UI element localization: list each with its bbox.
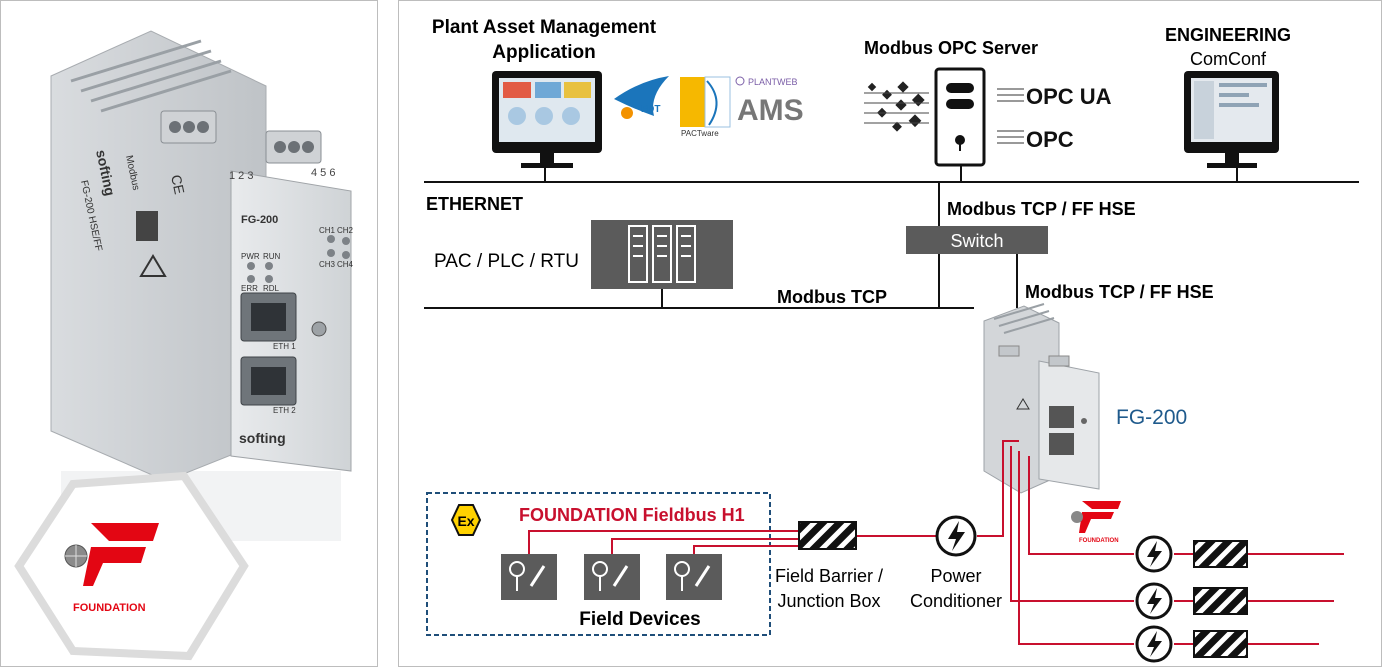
- terminals-right-label: 4 5 6: [311, 167, 335, 179]
- small-foundation-text: FOUNDATION: [1079, 538, 1119, 544]
- device-illustration: 1 2 3 4 5 6 softing FG-200 HSE/FF Modbus…: [14, 30, 354, 661]
- opc-server-title: Modbus OPC Server: [864, 38, 1038, 58]
- modbus-tcp-label: Modbus TCP: [777, 287, 887, 307]
- pac-plc-rtu-label: PAC / PLC / RTU: [434, 251, 579, 272]
- hazardous-area-box: [426, 492, 771, 636]
- field-devices-label: Field Devices: [579, 609, 700, 630]
- ex-label: Ex: [457, 513, 474, 529]
- plc-rack-icon: [591, 220, 733, 289]
- network-diagram-panel: Plant Asset Management Application Modbu…: [398, 0, 1382, 667]
- engineering-monitor-icon: [1184, 71, 1279, 168]
- fg200-device-icon: [983, 303, 1100, 494]
- pam-title-line2: Application: [492, 42, 595, 63]
- led-ch3: CH3: [319, 260, 336, 269]
- pactware-text: PACTware: [681, 129, 719, 138]
- qr-code: [136, 211, 158, 241]
- led-ch4: CH4: [337, 260, 354, 269]
- pactware-logo-icon: PACTware: [680, 76, 731, 138]
- engineering-title: ENGINEERING: [1165, 25, 1291, 45]
- led-indicators: [247, 235, 350, 283]
- foundation-logo-badge: [14, 471, 249, 661]
- fdt-logo-text: FDT: [641, 104, 660, 115]
- field-device-icon: [584, 554, 640, 600]
- warning-icon: [139, 254, 167, 277]
- fdt-logo-icon: FDT: [614, 76, 669, 119]
- terminals-left-label: 1 2 3: [229, 170, 253, 182]
- opc-ua-text: OPC UA: [1026, 84, 1112, 109]
- power-conditioner-label-2: Conditioner: [910, 591, 1002, 611]
- ethernet-label: ETHERNET: [426, 194, 523, 214]
- branch-power-conditioner-icon: [1135, 535, 1173, 573]
- ce-mark: CE: [168, 173, 188, 195]
- field-device-icon: [501, 554, 557, 600]
- field-device-icon: [666, 554, 722, 600]
- ams-logo-icon: PLANTWEB AMS: [735, 76, 804, 127]
- power-conditioner-label-1: Power: [930, 566, 981, 586]
- led-ch2: CH2: [337, 226, 354, 235]
- pam-title-line1: Plant Asset Management: [432, 17, 657, 38]
- eth1-label: ETH 1: [273, 342, 296, 351]
- device-vents: [70, 39, 232, 113]
- field-barrier-label-1: Field Barrier /: [775, 566, 883, 586]
- field-barrier-label-2: Junction Box: [777, 591, 880, 611]
- led-pwr: PWR: [241, 252, 260, 261]
- device-model-front: FG-200: [241, 214, 278, 226]
- branch-power-conditioner-icon: [1135, 582, 1173, 620]
- foundation-logo-text: FOUNDATION: [73, 602, 146, 614]
- power-conditioner-icon: [935, 515, 977, 557]
- branch-power-conditioner-icon: [1135, 625, 1173, 663]
- ams-text: AMS: [737, 94, 804, 127]
- plantweb-text: PLANTWEB: [748, 77, 798, 87]
- ex-hazard-icon: Ex: [450, 504, 482, 536]
- field-barrier-icon: [798, 521, 857, 550]
- network-diagram: Plant Asset Management Application Modbu…: [424, 17, 1359, 663]
- ff-h1-label: FOUNDATION Fieldbus H1: [519, 505, 745, 525]
- product-photo-panel: 1 2 3 4 5 6 softing FG-200 HSE/FF Modbus…: [0, 0, 378, 667]
- switch-label: Switch: [950, 231, 1003, 251]
- h1-bus-lines: [528, 440, 1344, 645]
- foundation-logo-icon: [64, 523, 159, 586]
- opc-logo-icon: OPC: [997, 127, 1074, 152]
- led-run: RUN: [263, 252, 281, 261]
- switch-box: [906, 226, 1048, 254]
- device-brand-front: softing: [239, 430, 286, 446]
- opc-text: OPC: [1026, 127, 1074, 152]
- led-ch1: CH1: [319, 226, 336, 235]
- led-err: ERR: [241, 284, 258, 293]
- small-foundation-logo-icon: FOUNDATION: [1071, 501, 1121, 544]
- fg200-label: FG-200: [1116, 406, 1187, 429]
- engineering-subtitle: ComConf: [1190, 49, 1267, 69]
- opc-server-icon: [864, 67, 986, 167]
- branch-barrier-icon: [1193, 587, 1248, 615]
- ground-screw: [311, 321, 327, 337]
- branch-barrier-icon: [1193, 630, 1248, 658]
- led-rdl: RDL: [263, 284, 280, 293]
- modbus-tcp-ffhse-lower-label: Modbus TCP / FF HSE: [1025, 282, 1214, 302]
- opc-ua-logo-icon: OPC UA: [997, 84, 1112, 109]
- modbus-tcp-ffhse-top-label: Modbus TCP / FF HSE: [947, 199, 1136, 219]
- eth2-label: ETH 2: [273, 406, 296, 415]
- pam-monitor-icon: [492, 71, 602, 168]
- branch-barrier-icon: [1193, 540, 1248, 568]
